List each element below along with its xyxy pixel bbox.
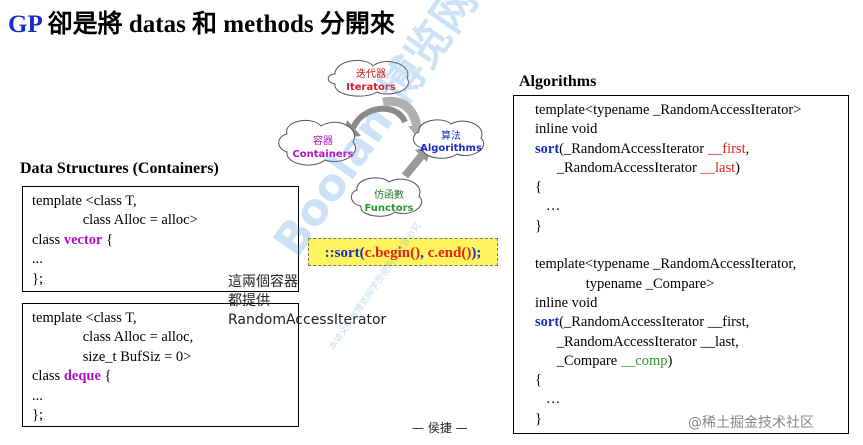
containers-label-cn: 容器 [313,134,333,147]
code-line [535,236,848,255]
code-line: { [535,372,542,389]
code-line: class deque { [32,367,298,386]
code-token: _RandomAccessIterator [535,159,701,176]
code-line: template<typename _RandomAccessIterator, [535,256,797,273]
iterators-cloud: 迭代器 Iterators [327,59,409,97]
title-prefix: GP [8,11,42,38]
code-line: ... [32,387,43,404]
juejin-watermark: @稀土掘金技术社区 [688,415,814,431]
code-line: inline void [535,121,598,138]
algorithms-heading: Algorithms [519,73,597,90]
code-token: { [102,231,114,248]
code-line: size_t BufSiz = 0> [32,348,192,365]
code-line: sort(_RandomAccessIterator __first, [535,313,848,332]
code-token: , [745,140,750,157]
code-line: } [535,217,542,234]
code-line: … [535,391,561,408]
sort-keyword: sort [535,314,560,331]
algorithms-cloud: 算法 Algorithms [413,119,484,159]
slide-title: GP 卻是將 datas 和 methods 分開來 [8,4,395,40]
algorithms-code-box: template<typename _RandomAccessIterator>… [513,95,849,434]
note-line: 這兩個容器 [228,274,298,290]
param-first: __first [707,140,746,157]
deque-keyword: deque [63,368,101,385]
functors-cloud: 仿函數 Functors [351,177,422,217]
title-rest: 卻是將 datas 和 methods 分開來 [41,11,395,38]
vector-keyword: vector [63,231,103,248]
functors-label-cn: 仿函數 [374,188,404,201]
code-line: _RandomAccessIterator __last) [535,159,848,178]
sort-call-end: c.end() [427,245,472,261]
code-line: } [535,410,542,427]
code-line: class Alloc = alloc, [32,329,194,346]
stl-components-diagram: 迭代器 Iterators 容器 Containers 算法 Algorithm… [278,59,484,217]
author-footer: — 侯捷 — [412,421,468,435]
sort-call-begin: c.begin() [364,245,421,261]
arrow-iterators-to-algorithms [382,96,422,129]
containers-cloud: 容器 Containers [278,119,356,166]
code-line: }; [32,407,43,424]
param-last: __last [700,159,736,176]
code-line: { [535,179,542,196]
arrow-functors-to-algorithms [401,151,427,179]
code-token: _Compare [535,352,621,369]
cloud-shape [327,59,409,97]
code-token: (_RandomAccessIterator [559,140,708,157]
sort-call-sep: , [420,245,428,261]
containers-note: 這兩個容器 都提供 RandomAccessIterator [228,273,386,330]
code-line: template <class T, [32,193,137,209]
algorithms-label-cn: 算法 [441,129,461,142]
code-token: class [32,368,64,385]
code-line: ... [32,251,43,268]
code-line: class vector { [32,231,298,250]
note-line: RandomAccessIterator [228,312,387,328]
code-token: { [100,368,112,385]
code-line: template <class T, [32,310,137,326]
code-token: class [32,231,64,248]
cloud-shape [413,119,484,159]
code-token: ) [735,159,740,176]
code-token: (_RandomAccessIterator __first, [559,314,750,331]
code-line: sort(_RandomAccessIterator __first, [535,140,848,159]
code-line: _Compare __comp) [535,352,848,371]
code-line: inline void [535,294,598,311]
algorithms-label-en: Algorithms [420,143,482,154]
data-structures-heading: Data Structures (Containers) [20,160,219,177]
code-line: … [535,198,561,215]
code-line: _RandomAccessIterator __last, [535,333,739,350]
code-line: class Alloc = alloc> [32,212,198,229]
deque-code-box: template <class T, class Alloc = alloc, … [22,303,299,427]
cloud-shape [278,119,356,166]
arrow-iterators-to-containers [350,105,408,130]
sort-call-highlight: ::sort(c.begin(), c.end()); [308,238,498,266]
code-line: typename _Compare> [535,275,715,292]
note-line: 都提供 [228,293,270,309]
vector-code-box: template <class T, class Alloc = alloc> … [22,186,299,292]
sort-keyword: sort [535,140,560,157]
code-token: ) [667,352,673,369]
cloud-shape [351,177,422,217]
iterators-label-cn: 迭代器 [356,68,386,80]
param-comp: __comp [620,352,668,369]
sort-call-suffix: ); [471,245,482,261]
containers-label-en: Containers [292,149,353,160]
code-line: }; [32,270,43,287]
sort-call-prefix: ::sort( [324,245,365,261]
code-line: template<typename _RandomAccessIterator> [535,102,802,118]
iterators-label-en: Iterators [346,82,396,93]
functors-label-en: Functors [364,203,413,214]
